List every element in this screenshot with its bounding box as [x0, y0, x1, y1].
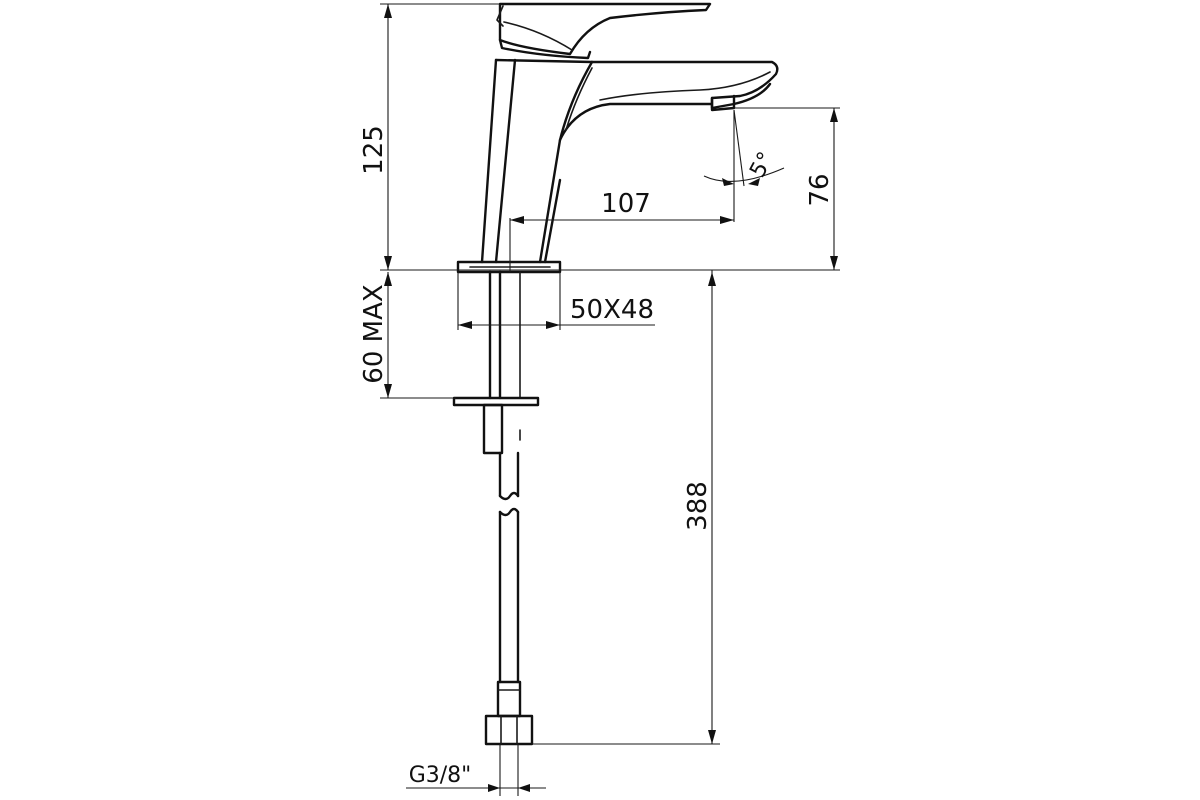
faucet-body	[480, 2, 779, 264]
dim-angle: 5°	[703, 109, 785, 187]
body-outline	[480, 58, 594, 264]
dim-label-spout-reach: 107	[601, 189, 651, 219]
dim-hose-length: 388	[532, 270, 720, 745]
dim-base-size: 50X48	[457, 272, 655, 330]
dim-thread: G3/8"	[406, 744, 546, 796]
dim-label-total-height: 125	[359, 125, 389, 175]
threaded-stud	[482, 403, 504, 455]
dim-label-angle: 5°	[745, 148, 779, 182]
hex-nut	[484, 714, 534, 746]
hose-break	[498, 491, 520, 517]
aerator	[710, 94, 736, 112]
hose-ferrule	[496, 680, 522, 718]
dim-label-hose-length: 388	[683, 481, 713, 531]
spout	[558, 60, 779, 142]
cartridge-cap	[498, 38, 592, 60]
lever-handle	[498, 2, 712, 56]
dim-spout-height: 76	[734, 107, 840, 270]
dim-label-spout-height: 76	[805, 173, 835, 206]
dim-spout-reach: 107	[509, 110, 735, 272]
base-assembly	[452, 260, 562, 746]
dim-label-max-thickness: 60 MAX	[359, 284, 389, 383]
dim-label-thread: G3/8"	[409, 763, 472, 788]
dim-label-base-size: 50X48	[570, 295, 654, 325]
dim-max-thickness: 60 MAX	[359, 272, 456, 399]
base-flange	[456, 260, 562, 274]
dim-total-height: 125	[359, 3, 500, 270]
